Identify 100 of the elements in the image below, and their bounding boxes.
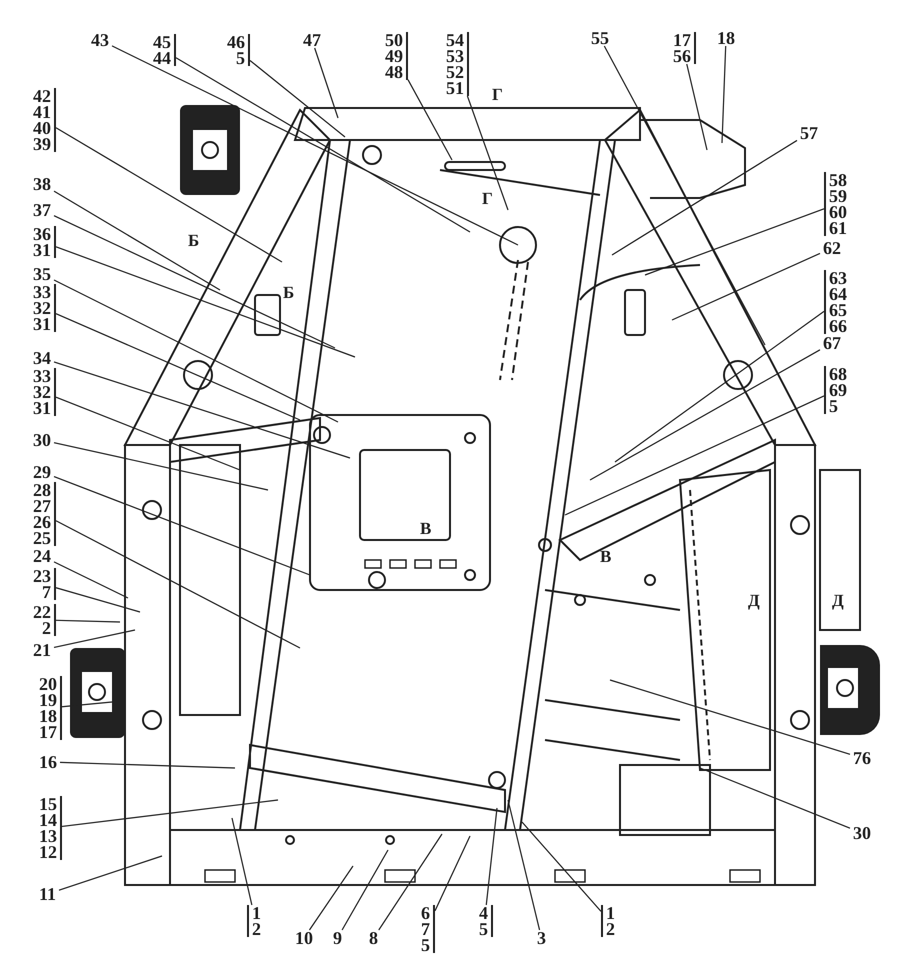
section-mark: В: [600, 548, 612, 566]
callout-number: 35: [33, 266, 51, 282]
section-mark: Д: [832, 592, 844, 610]
section-mark: Д: [748, 592, 760, 610]
leader-line: [610, 679, 850, 755]
leader-line: [644, 208, 824, 276]
callout-number: 76: [853, 750, 871, 766]
section-mark: Б: [188, 232, 200, 250]
callout-number: 60: [829, 204, 847, 220]
leader-line: [590, 349, 820, 481]
callout-number: 39: [33, 136, 51, 152]
callout-number: 65: [829, 302, 847, 318]
callout-number: 26: [33, 514, 51, 530]
callout-number: 7: [421, 921, 430, 937]
callout-number: 59: [829, 188, 847, 204]
callout-number: 6: [421, 905, 430, 921]
callout-number: 33: [33, 368, 51, 384]
callout-number: 5: [479, 921, 488, 937]
leader-line: [686, 64, 708, 150]
leader-line: [54, 361, 350, 459]
callout-number: 31: [33, 316, 51, 332]
callout-number: 61: [829, 220, 847, 236]
callout-number: 30: [853, 825, 871, 841]
section-mark: Г: [482, 190, 493, 208]
leader-line: [62, 701, 112, 708]
callout-number: 67: [823, 335, 841, 351]
leader-line: [56, 313, 300, 421]
callout-number: 13: [39, 828, 57, 844]
callout-number: 30: [33, 432, 51, 448]
callout-number: 50: [385, 32, 403, 48]
leader-line: [612, 140, 798, 256]
callout-number: 9: [333, 930, 342, 946]
callout-stack: [150, 34, 176, 66]
callout-number: 10: [295, 930, 313, 946]
callout-number: 42: [33, 88, 51, 104]
leader-line: [54, 442, 268, 491]
callout-number: 16: [39, 754, 57, 770]
callout-number: 5: [421, 937, 430, 953]
callout-number: 40: [33, 120, 51, 136]
callout-number: 36: [33, 226, 51, 242]
callout-number: 45: [153, 34, 171, 50]
callout-number: 41: [33, 104, 51, 120]
leader-line: [58, 855, 162, 891]
callout-number: 15: [39, 796, 57, 812]
leader-line: [62, 799, 278, 827]
leader-line: [342, 850, 389, 930]
callout-stack: [476, 905, 493, 937]
callout-number: 1: [606, 905, 615, 921]
section-mark: Б: [283, 284, 294, 302]
leader-line: [56, 246, 356, 358]
callout-number: 66: [829, 318, 847, 334]
callout-number: 18: [39, 708, 57, 724]
callout-number: 17: [673, 32, 691, 48]
callout-number: 31: [33, 400, 51, 416]
leader-line: [434, 836, 471, 912]
leader-line: [522, 822, 602, 912]
callout-number: 51: [446, 80, 464, 96]
callout-number: 54: [446, 32, 464, 48]
leader-line: [56, 520, 300, 649]
callout-number: 52: [446, 64, 464, 80]
leader-line: [56, 620, 120, 623]
callout-number: 7: [42, 584, 51, 600]
callout-number: 24: [33, 548, 51, 564]
leader-line: [672, 252, 820, 321]
callout-number: 4: [479, 905, 488, 921]
callout-number: 49: [385, 48, 403, 64]
callout-number: 21: [33, 642, 51, 658]
leader-line: [60, 762, 236, 769]
leader-line: [407, 79, 453, 160]
leader-line: [721, 46, 726, 144]
leader-line: [56, 127, 282, 263]
callout-number: 69: [829, 382, 847, 398]
callout-number: 5: [236, 50, 245, 66]
leader-line: [176, 57, 470, 233]
callout-stack: [382, 32, 408, 80]
callout-stack: [224, 34, 250, 66]
callout-number: 2: [42, 620, 51, 636]
leader-line: [564, 395, 824, 516]
leader-line: [54, 476, 310, 576]
leader-line: [54, 629, 136, 648]
callout-number: 12: [39, 844, 57, 860]
callout-number: 32: [33, 300, 51, 316]
section-mark: Г: [492, 86, 503, 104]
leader-line: [54, 190, 220, 291]
callout-number: 58: [829, 172, 847, 188]
callout-number: 57: [800, 125, 818, 141]
leader-line: [231, 818, 252, 906]
callout-number: 64: [829, 286, 847, 302]
callout-number: 37: [33, 202, 51, 218]
callout-number: 43: [91, 32, 109, 48]
leader-line: [54, 215, 336, 349]
callout-number: 22: [33, 604, 51, 620]
leader-line: [604, 46, 766, 346]
leader-line: [507, 800, 540, 930]
leader-line: [250, 60, 346, 138]
callout-number: 56: [673, 48, 691, 64]
callout-number: 2: [252, 921, 261, 937]
callout-number: 8: [369, 930, 378, 946]
callout-stack: [824, 270, 850, 334]
leader-line: [56, 587, 140, 613]
